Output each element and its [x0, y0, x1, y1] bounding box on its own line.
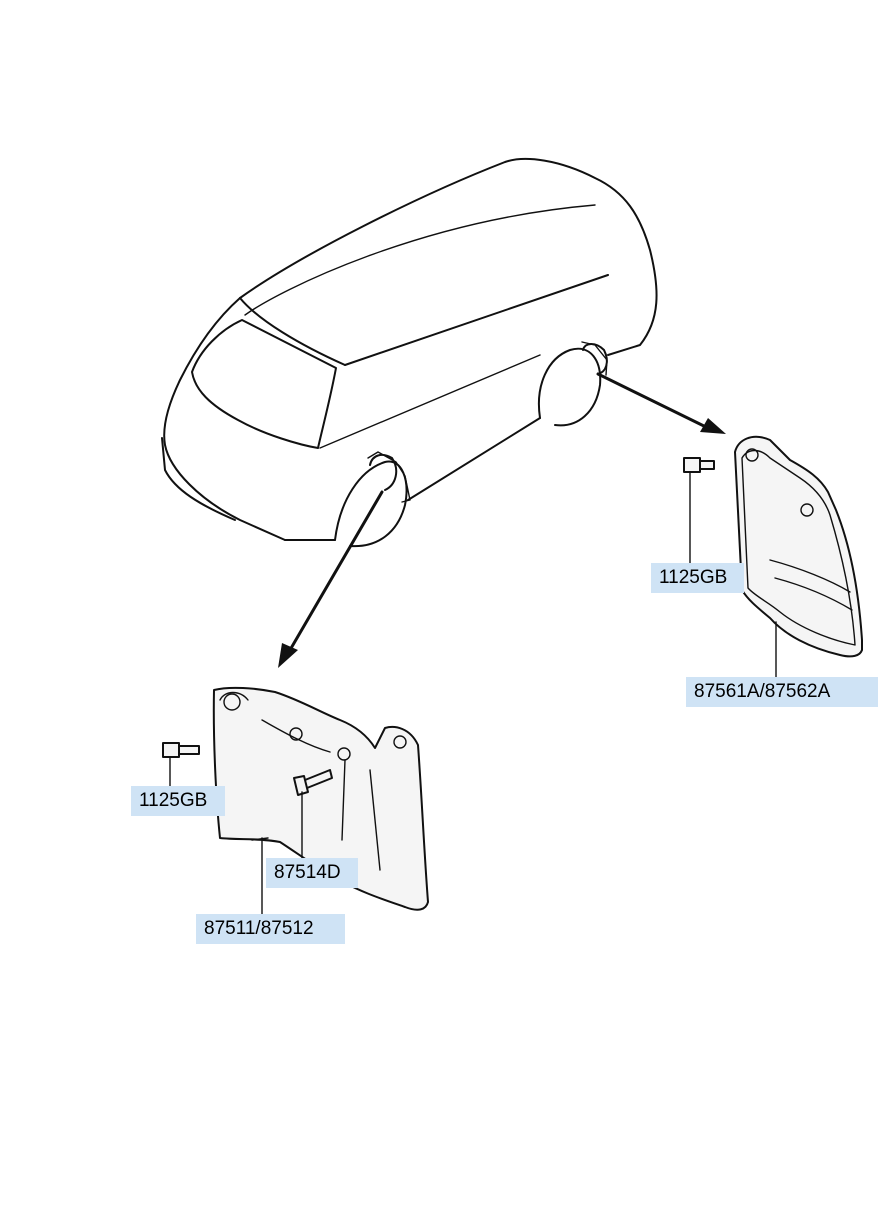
part-label-87561a-87562a[interactable]: 87561A/87562A	[686, 677, 878, 707]
rear-mudguard	[734, 435, 863, 658]
van-body	[161, 157, 658, 548]
front-mudguard	[212, 686, 429, 911]
part-label-87511-87512[interactable]: 87511/87512	[196, 914, 345, 944]
screw-87514d	[293, 769, 333, 859]
part-label-1125gb-left[interactable]: 1125GB	[131, 786, 225, 816]
arrow-front	[278, 490, 384, 668]
bolt-right	[683, 457, 715, 564]
part-label-87514d[interactable]: 87514D	[266, 858, 358, 888]
bolt-left	[162, 742, 200, 787]
part-label-1125gb-right[interactable]: 1125GB	[651, 563, 744, 593]
arrow-rear	[596, 372, 726, 434]
